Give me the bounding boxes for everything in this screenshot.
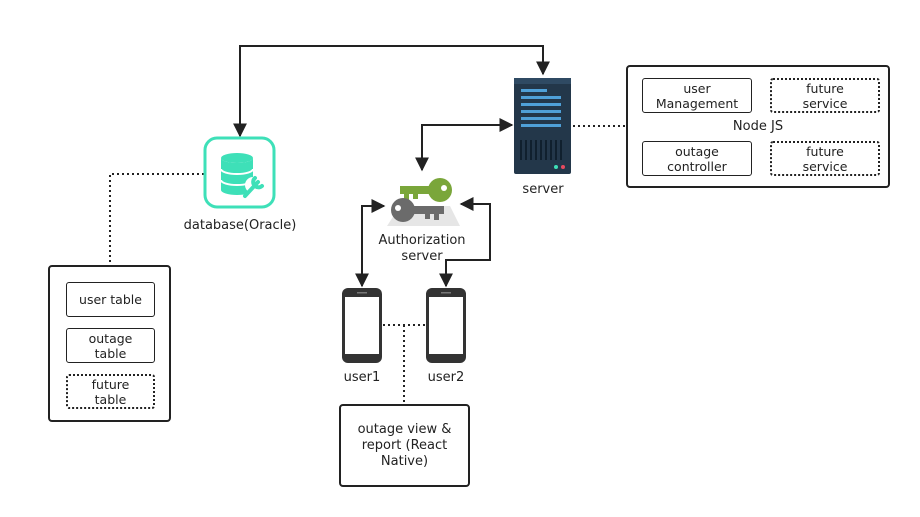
auth-user1-connector — [355, 199, 386, 288]
database-tables-container: user table outage table future table — [48, 265, 171, 422]
database-label: database(Oracle) — [183, 218, 297, 233]
future-service-box-1: future service — [770, 78, 880, 113]
smartphone-icon-user1 — [342, 288, 382, 363]
db-server-connector — [233, 45, 550, 138]
user2-label: user2 — [427, 370, 465, 385]
server-label: server — [522, 182, 564, 197]
database-wrench-icon — [203, 136, 276, 209]
auth-server-label: Authorization server — [378, 233, 466, 264]
nodejs-title: Node JS — [732, 119, 784, 134]
future-table-box: future table — [66, 374, 155, 409]
user-management-box: user Management — [642, 78, 752, 113]
db-tables-dotted-line — [109, 173, 204, 266]
server-rack-icon — [514, 78, 571, 174]
react-native-app-label: outage view & report (React Native) — [357, 422, 452, 469]
nodejs-container: user Management future service Node JS o… — [626, 65, 890, 188]
user1-label: user1 — [343, 370, 381, 385]
future-service-box-2: future service — [770, 141, 880, 176]
outage-controller-box: outage controller — [642, 141, 752, 176]
user-table-box: user table — [66, 282, 155, 317]
keys-icon — [387, 178, 460, 226]
react-native-app-box: outage view & report (React Native) — [339, 404, 470, 487]
smartphone-icon-user2 — [426, 288, 466, 363]
server-auth-connector — [415, 118, 514, 172]
auth-user2-connector — [439, 197, 491, 288]
outage-table-box: outage table — [66, 328, 155, 363]
